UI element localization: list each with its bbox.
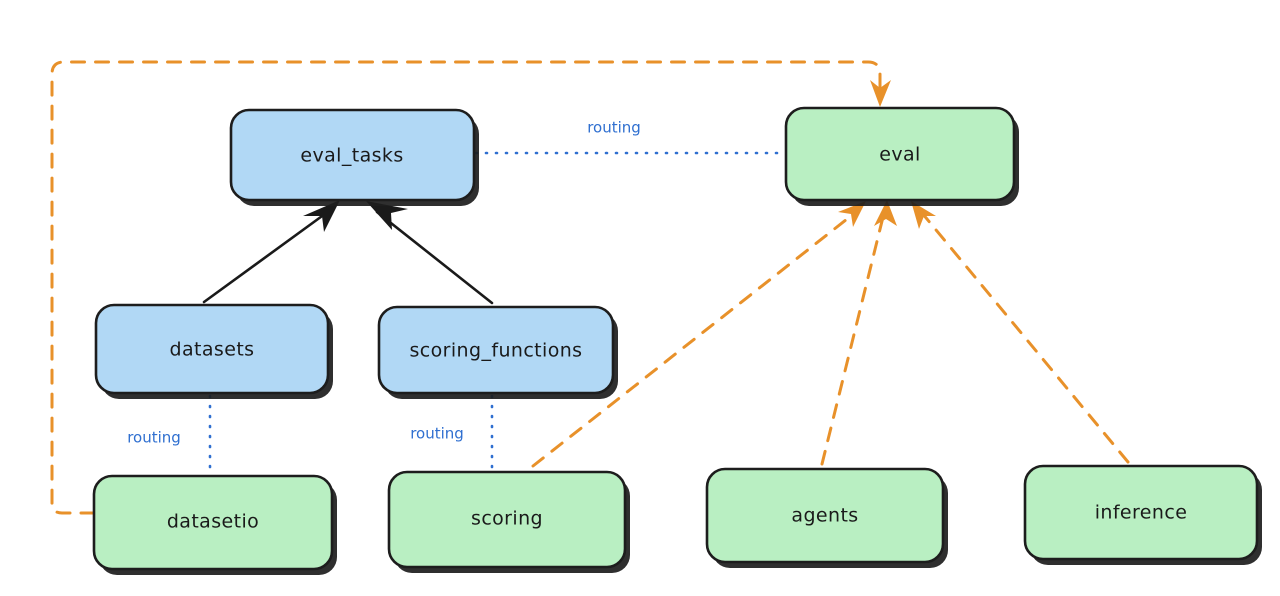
edge-inference-eval [911, 201, 1130, 464]
node-eval-tasks[interactable]: eval_tasks [229, 108, 479, 206]
node-label-scoring: scoring [471, 508, 543, 530]
node-scoring[interactable]: scoring [387, 470, 630, 573]
node-label-inference: inference [1095, 502, 1188, 524]
node-label-eval: eval [879, 144, 920, 166]
edge-label-routing-eval-tasks: routing [587, 119, 641, 137]
arrowhead-agents-eval [874, 200, 897, 226]
edge-scoring-functions-eval-tasks [366, 201, 494, 305]
arrowhead-inference-eval [911, 201, 936, 229]
arrowhead-scoring-functions-eval-tasks [366, 201, 408, 230]
node-agents[interactable]: agents [705, 467, 948, 568]
node-datasets[interactable]: datasets [94, 303, 333, 399]
composition-edges [202, 200, 494, 305]
nodes: eval_tasks eval datasets scoring_functio… [92, 106, 1262, 575]
edge-label-routing-datasets: routing [127, 429, 181, 447]
edge-label-routing-scoring: routing [410, 425, 464, 443]
node-label-datasetio: datasetio [167, 511, 259, 533]
edge-scoring-eval [531, 201, 866, 468]
node-inference[interactable]: inference [1023, 464, 1262, 565]
edge-agents-eval [820, 200, 897, 466]
node-label-eval-tasks: eval_tasks [300, 145, 403, 167]
node-label-agents: agents [791, 505, 858, 527]
node-scoring-functions[interactable]: scoring_functions [377, 305, 618, 399]
dependency-edges [50, 60, 1130, 515]
edge-datasets-eval-tasks [202, 200, 340, 304]
node-label-scoring-functions: scoring_functions [410, 340, 583, 362]
arrowhead-scoring-eval [838, 201, 866, 227]
edge-datasetio-eval [50, 60, 891, 515]
arrowhead-datasetio-eval [870, 80, 891, 107]
node-datasetio[interactable]: datasetio [92, 474, 337, 575]
node-label-datasets: datasets [170, 339, 255, 361]
node-eval[interactable]: eval [784, 106, 1019, 206]
routing-edges [208, 151, 786, 476]
edge-labels: routing routing routing [127, 119, 641, 447]
arrowhead-datasets-eval-tasks [303, 200, 340, 232]
